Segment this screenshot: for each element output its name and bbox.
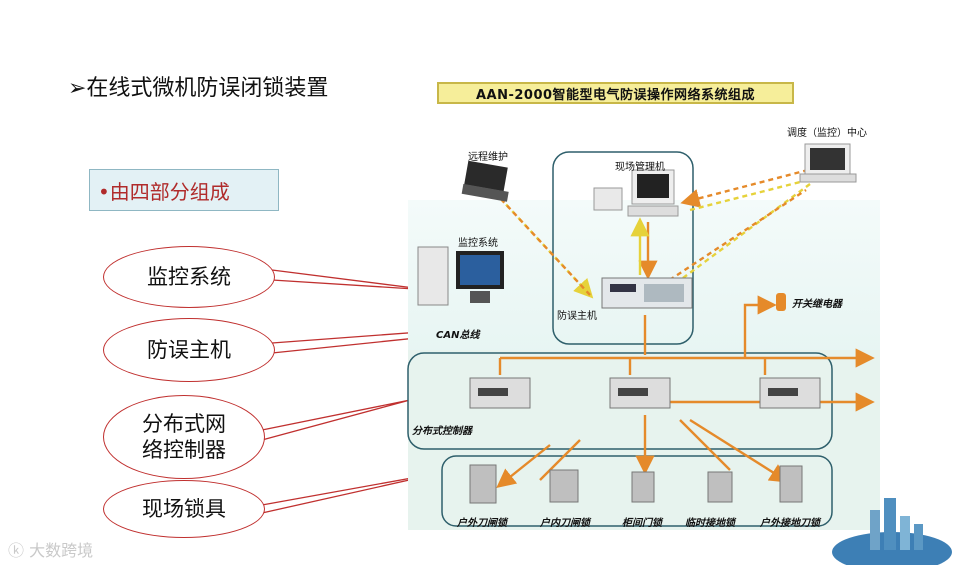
label-dispatch: 调度（监控）中心 <box>787 128 867 139</box>
monitor-system-pc-icon <box>417 246 504 306</box>
diagram-title: AAN-2000智能型电气防误操作网络系统组成 <box>437 82 794 104</box>
controller-devices <box>469 377 821 409</box>
city-globe-icon <box>832 498 952 565</box>
label-remote: 远程维护 <box>468 152 508 163</box>
label-can-bus: CAN总线 <box>436 330 480 341</box>
ellipse-controller: 分布式网 络控制器 <box>103 395 265 479</box>
ellipse-host-label: 防误主机 <box>147 337 231 362</box>
top-box <box>552 151 694 345</box>
watermark: ⓚ 大数跨境 <box>8 537 93 561</box>
label-lock-1: 户外刀闸锁 <box>457 518 507 529</box>
label-relay: 开关继电器 <box>792 299 842 310</box>
connector-monitor <box>271 269 431 291</box>
ellipse-controller-label: 分布式网 络控制器 <box>142 411 226 462</box>
dispatch-pc-icon <box>799 143 857 183</box>
watermark-logo-icon: ⓚ <box>8 541 30 560</box>
relay-icon <box>776 293 786 311</box>
laptop-icon <box>461 160 509 202</box>
label-lock-3: 柜间门锁 <box>622 518 662 529</box>
host-device-icon <box>601 277 693 309</box>
lock-devices <box>469 464 803 504</box>
ellipse-locks-label: 现场锁具 <box>142 496 226 521</box>
label-controller: 分布式控制器 <box>412 426 472 437</box>
network-diagram <box>407 143 880 530</box>
label-monitor-system: 监控系统 <box>458 238 498 249</box>
page-heading: ➢在线式微机防误闭锁装置 <box>68 76 329 101</box>
site-manager-pc-icon <box>593 169 679 217</box>
ellipse-locks: 现场锁具 <box>103 480 265 538</box>
label-host: 防误主机 <box>557 311 597 322</box>
ellipse-monitor-label: 监控系统 <box>147 264 231 289</box>
watermark-text: 大数跨境 <box>29 541 94 560</box>
label-lock-2: 户内刀闸锁 <box>540 518 590 529</box>
subtitle-text: •由四部分组成 <box>98 179 230 204</box>
label-lock-4: 临时接地锁 <box>685 518 735 529</box>
subtitle-box: •由四部分组成 <box>89 169 279 211</box>
ellipse-host: 防误主机 <box>103 318 275 382</box>
ellipse-monitor-system: 监控系统 <box>103 246 275 308</box>
label-lock-5: 户外接地刀锁 <box>760 518 820 529</box>
label-site-manager: 现场管理机 <box>615 162 665 173</box>
connector-controller <box>261 399 411 441</box>
